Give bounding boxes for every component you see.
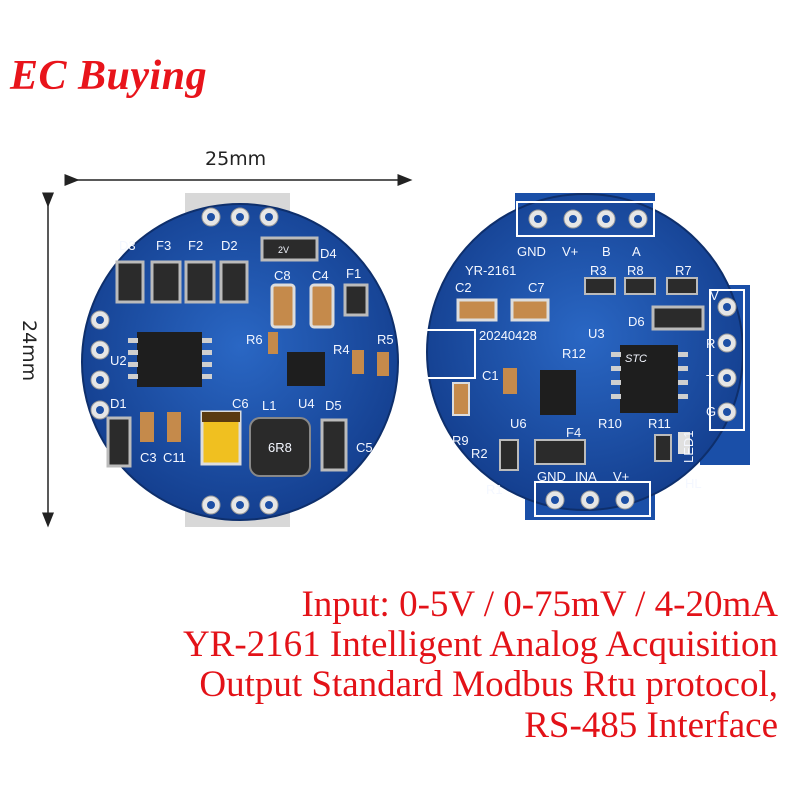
label-6r8: 6R8 — [268, 440, 292, 455]
label-c6: C6 — [232, 396, 249, 411]
label-date: 20240428 — [479, 328, 537, 343]
label-r5: R5 — [377, 332, 394, 347]
label-c1: C1 — [482, 368, 499, 383]
label-r3: R3 — [590, 263, 607, 278]
label-d6: D6 — [628, 314, 645, 329]
label-d3: D3 — [119, 238, 136, 253]
brand-logo-text: EC Buying — [10, 53, 208, 99]
caption-line-model: YR-2161 Intelligent Analog Acquisition — [182, 624, 778, 665]
label-c2: C2 — [455, 280, 472, 295]
label-l1: L1 — [262, 398, 276, 413]
caption-line-interface: RS-485 Interface — [524, 705, 778, 746]
label-f2: F2 — [188, 238, 203, 253]
label-c4: C4 — [312, 268, 329, 283]
label-b: B — [602, 244, 611, 259]
label-c5: C5 — [356, 440, 373, 455]
label-d5: D5 — [325, 398, 342, 413]
label-d2: D2 — [221, 238, 238, 253]
label-gnd-bottom: GND — [537, 469, 566, 484]
label-u2: U2 — [110, 353, 127, 368]
label-r2: R2 — [471, 446, 488, 461]
right-board-labels: GND V+ B A YR-2161 R3 R8 R7 C2 C7 202404… — [452, 244, 719, 497]
caption-line-output: Output Standard Modbus Rtu protocol, — [199, 664, 778, 705]
left-board-labels: D3 F3 F2 D2 D4 C8 C4 F1 R6 R5 R4 U2 D1 C… — [110, 238, 394, 465]
label-u3: U3 — [588, 326, 605, 341]
label-r8: R8 — [627, 263, 644, 278]
left-board — [81, 193, 399, 527]
label-u4: U4 — [298, 396, 315, 411]
label-g-pin: G — [706, 404, 716, 419]
label-f4: F4 — [566, 425, 581, 440]
label-u6: U6 — [510, 416, 527, 431]
label-hl: HL — [685, 476, 702, 491]
pcb-photo: D3 F3 F2 D2 D4 C8 C4 F1 R6 R5 R4 U2 D1 C… — [42, 174, 750, 528]
label-d1: D1 — [110, 396, 127, 411]
label-c8: C8 — [274, 268, 291, 283]
label-vplus-bottom: V+ — [613, 469, 629, 484]
label-d4: D4 — [320, 246, 337, 261]
label-r7: R7 — [675, 263, 692, 278]
caption-line-input: Input: 0-5V / 0-75mV / 4-20mA — [301, 584, 778, 625]
label-a: A — [632, 244, 641, 259]
label-r10: R10 — [598, 416, 622, 431]
label-ina: INA — [575, 469, 597, 484]
label-stc: STC — [625, 353, 647, 365]
width-dimension-label: 25mm — [205, 148, 267, 170]
label-c11: C11 — [163, 450, 186, 465]
label-r4: R4 — [333, 342, 350, 357]
label-f3: F3 — [156, 238, 171, 253]
label-r-pin: R — [706, 336, 715, 351]
label-r11: R11 — [648, 416, 671, 431]
label-vplus-top: V+ — [562, 244, 578, 259]
right-board — [424, 193, 750, 520]
label-r12: R12 — [562, 346, 586, 361]
label-r1: R1 — [486, 482, 503, 497]
label-2v: 2V — [278, 245, 289, 255]
label-f1: F1 — [346, 266, 361, 281]
label-c7: C7 — [528, 280, 545, 295]
label-gnd-top: GND — [517, 244, 546, 259]
label-led1: LED1 — [681, 430, 696, 463]
label-t-pin: T — [706, 372, 714, 387]
label-r6: R6 — [246, 332, 263, 347]
label-c3: C3 — [140, 450, 157, 465]
label-v: V — [710, 288, 719, 303]
label-model: YR-2161 — [465, 263, 516, 278]
label-r9: R9 — [452, 433, 469, 448]
